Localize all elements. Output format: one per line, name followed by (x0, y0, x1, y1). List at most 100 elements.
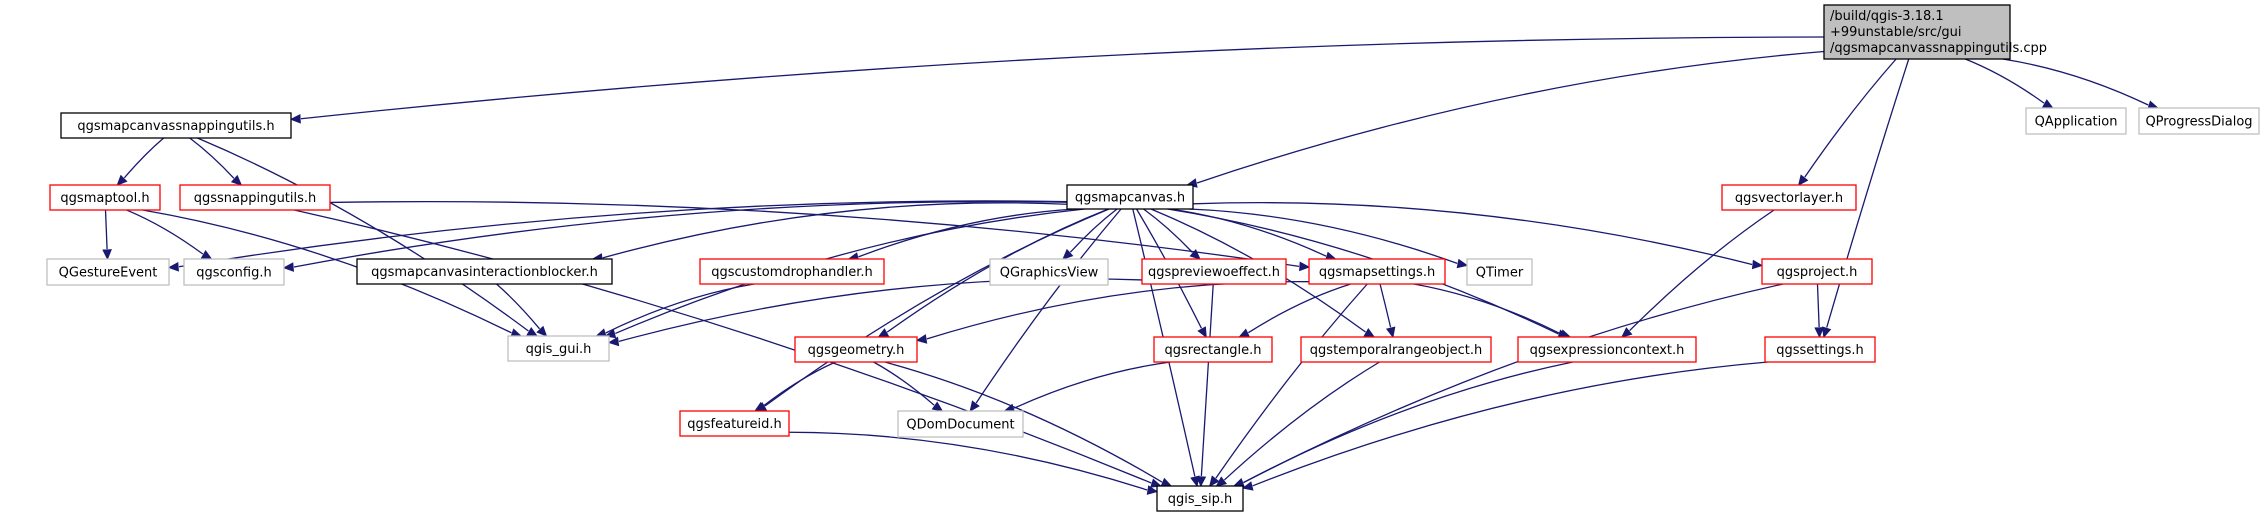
edge-qgsfeatureid-h-to-qgis-sip-h (788, 431, 1159, 495)
edge-line (1196, 50, 1825, 184)
node-label: qgsrectangle.h (1164, 343, 1261, 358)
node-qprogressdialog[interactable]: QProgressDialog (2138, 107, 2260, 135)
node-label: qgsfeatureid.h (687, 417, 781, 432)
edge-arrowhead (102, 249, 112, 261)
edge-line (615, 208, 1085, 335)
node-qgssettings-h[interactable]: qgssettings.h (1764, 336, 1876, 363)
node-qgsmapcanvasinteractionblocker-h[interactable]: qgsmapcanvasinteractionblocker.h (356, 258, 613, 285)
node-box (1300, 336, 1492, 363)
edge-line (142, 209, 512, 334)
node-qgsfeatureid-h[interactable]: qgsfeatureid.h (679, 410, 790, 437)
node-label: QProgressDialog (2145, 115, 2252, 130)
edge-line (104, 209, 108, 250)
edge-arrowhead (1814, 327, 1824, 339)
node-qgsmapcanvas-h[interactable]: qgsmapcanvas.h (1066, 184, 1194, 210)
edge-qgsgeometry-h-to-qdomdocument (873, 361, 944, 412)
edge-qgsmapcanvas-h-to-qgspreviewoeffect-h (1143, 208, 1201, 260)
edge-line (1189, 208, 1458, 265)
edge-arrowhead (1363, 328, 1376, 338)
edge-line (858, 208, 1076, 258)
node-label: QGraphicsView (1000, 266, 1099, 281)
node-label: QTimer (1476, 266, 1524, 281)
edge-qgsmapsettings-h-to-qgsgeometry-h (915, 280, 1310, 344)
edge-line (1252, 361, 1769, 487)
node-box (1308, 258, 1446, 285)
node-qgsmapcanvassnappingutils-h[interactable]: qgsmapcanvassnappingutils.h (60, 112, 292, 139)
edge-arrowhead (1215, 476, 1228, 487)
edge-line (1379, 283, 1392, 328)
edge-qgsmapcanvas-h-to-qgraphicsview (1062, 208, 1118, 260)
edge-qgsmapcanvas-h-to-qdomdocument (969, 208, 1122, 412)
node-qgis-sip-h[interactable]: qgis_sip.h (1156, 485, 1244, 512)
node-qgsrectangle-h[interactable]: qgsrectangle.h (1153, 336, 1273, 363)
edge-root-to-qgsmapcanvassnappingutils-h (289, 36, 1825, 124)
edge-root-to-qgsmapcanvas-h (1186, 50, 1825, 188)
edge-arrowhead (2042, 99, 2054, 109)
node-label: qgis_sip.h (1168, 492, 1232, 507)
edge-line (197, 137, 529, 332)
node-qdomdocument[interactable]: QDomDocument (897, 410, 1024, 438)
edge-line (1413, 283, 1561, 335)
edge-qgstemporalrangeobject-h-to-qgis-sip-h (1215, 361, 1380, 487)
edge-arrowhead (289, 113, 301, 124)
node-box (699, 258, 885, 285)
edge-arrowhead (230, 174, 243, 186)
edge-line (2002, 58, 2149, 106)
node-qgsgeometry-h[interactable]: qgsgeometry.h (794, 336, 918, 363)
node-qgraphicsview[interactable]: QGraphicsView (989, 258, 1109, 286)
edge-line (1804, 58, 1897, 178)
edge-qgsmapcanvas-h-to-qgsconfig-h (282, 200, 1068, 272)
edge-line (293, 200, 1068, 268)
node-label: qgsmapsettings.h (1319, 265, 1435, 280)
edge-arrowhead (1621, 327, 1633, 338)
node-box (1153, 336, 1273, 363)
node-qgscustomdrophandler-h[interactable]: qgscustomdrophandler.h (699, 258, 885, 285)
edge-arrowhead (1146, 485, 1159, 495)
node-label: qgssettings.h (1776, 343, 1864, 358)
edge-line (764, 208, 1110, 407)
node-box (794, 336, 918, 363)
node-box (507, 335, 610, 362)
node-label: qgsmaptool.h (60, 191, 149, 206)
node-qgstemporalrangeobject-h[interactable]: qgstemporalrangeobject.h (1300, 336, 1492, 363)
node-label: qgsproject.h (1777, 265, 1858, 280)
edge-qgssettings-h-to-qgis-sip-h (1241, 361, 1769, 491)
node-box (2025, 107, 2127, 135)
node-qgestureevent[interactable]: QGestureEvent (46, 258, 170, 286)
node-qgis-gui-h[interactable]: qgis_gui.h (507, 335, 610, 362)
edge-line (329, 200, 1300, 267)
edge-qgsproject-h-to-qgssettings-h (1814, 283, 1824, 339)
node-label: qgscustomdrophandler.h (711, 265, 873, 280)
node-qgsexpressioncontext-h[interactable]: qgsexpressioncontext.h (1517, 336, 1697, 363)
node-label: qgsconfig.h (196, 266, 271, 281)
node-box (60, 112, 292, 139)
node-qgspreviewoeffect-h[interactable]: qgspreviewoeffect.h (1141, 258, 1287, 285)
edge-arrowhead (1299, 261, 1311, 272)
node-qgsvectorlayer-h[interactable]: qgsvectorlayer.h (1721, 184, 1857, 211)
edge-qgspreviewoeffect-h-to-qgis-sip-h (1196, 283, 1214, 488)
root-file-line-3: /qgsmapcanvassnappingutils.cpp (1830, 41, 2047, 56)
node-box (989, 258, 1109, 286)
node-box (356, 258, 613, 285)
edge-qgsmaptool-h-to-qgsconfig-h (126, 209, 213, 260)
edge-arrowhead (200, 249, 213, 260)
edge-line (1192, 202, 1753, 266)
edge-arrowhead (753, 401, 766, 412)
edge-line (294, 209, 1152, 484)
edge-arrowhead (1456, 258, 1469, 269)
root-file-node[interactable]: /build/qgis-3.18.1 +99unstable/src/gui /… (1823, 4, 2047, 60)
node-qtimer[interactable]: QTimer (1466, 258, 1533, 286)
node-qgssnappingutils-h[interactable]: qgssnappingutils.h (179, 184, 331, 211)
node-qgsconfig-h[interactable]: qgsconfig.h (183, 258, 285, 286)
edge-line (975, 208, 1122, 404)
edge-qgsmapsettings-h-to-qgsrectangle-h (1238, 283, 1351, 338)
edge-line (126, 209, 204, 255)
edge-arrowhead (282, 262, 295, 272)
edge-qgsmaptool-h-to-qgestureevent (102, 209, 112, 261)
edge-qgsvectorlayer-h-to-qgsexpressioncontext-h (1621, 209, 1775, 338)
node-qgsmaptool-h[interactable]: qgsmaptool.h (49, 184, 161, 211)
node-qgsproject-h[interactable]: qgsproject.h (1761, 258, 1873, 285)
node-qgsmapsettings-h[interactable]: qgsmapsettings.h (1308, 258, 1446, 285)
node-qapplication[interactable]: QApplication (2025, 107, 2127, 135)
edge-arrowhead (1751, 259, 1764, 270)
